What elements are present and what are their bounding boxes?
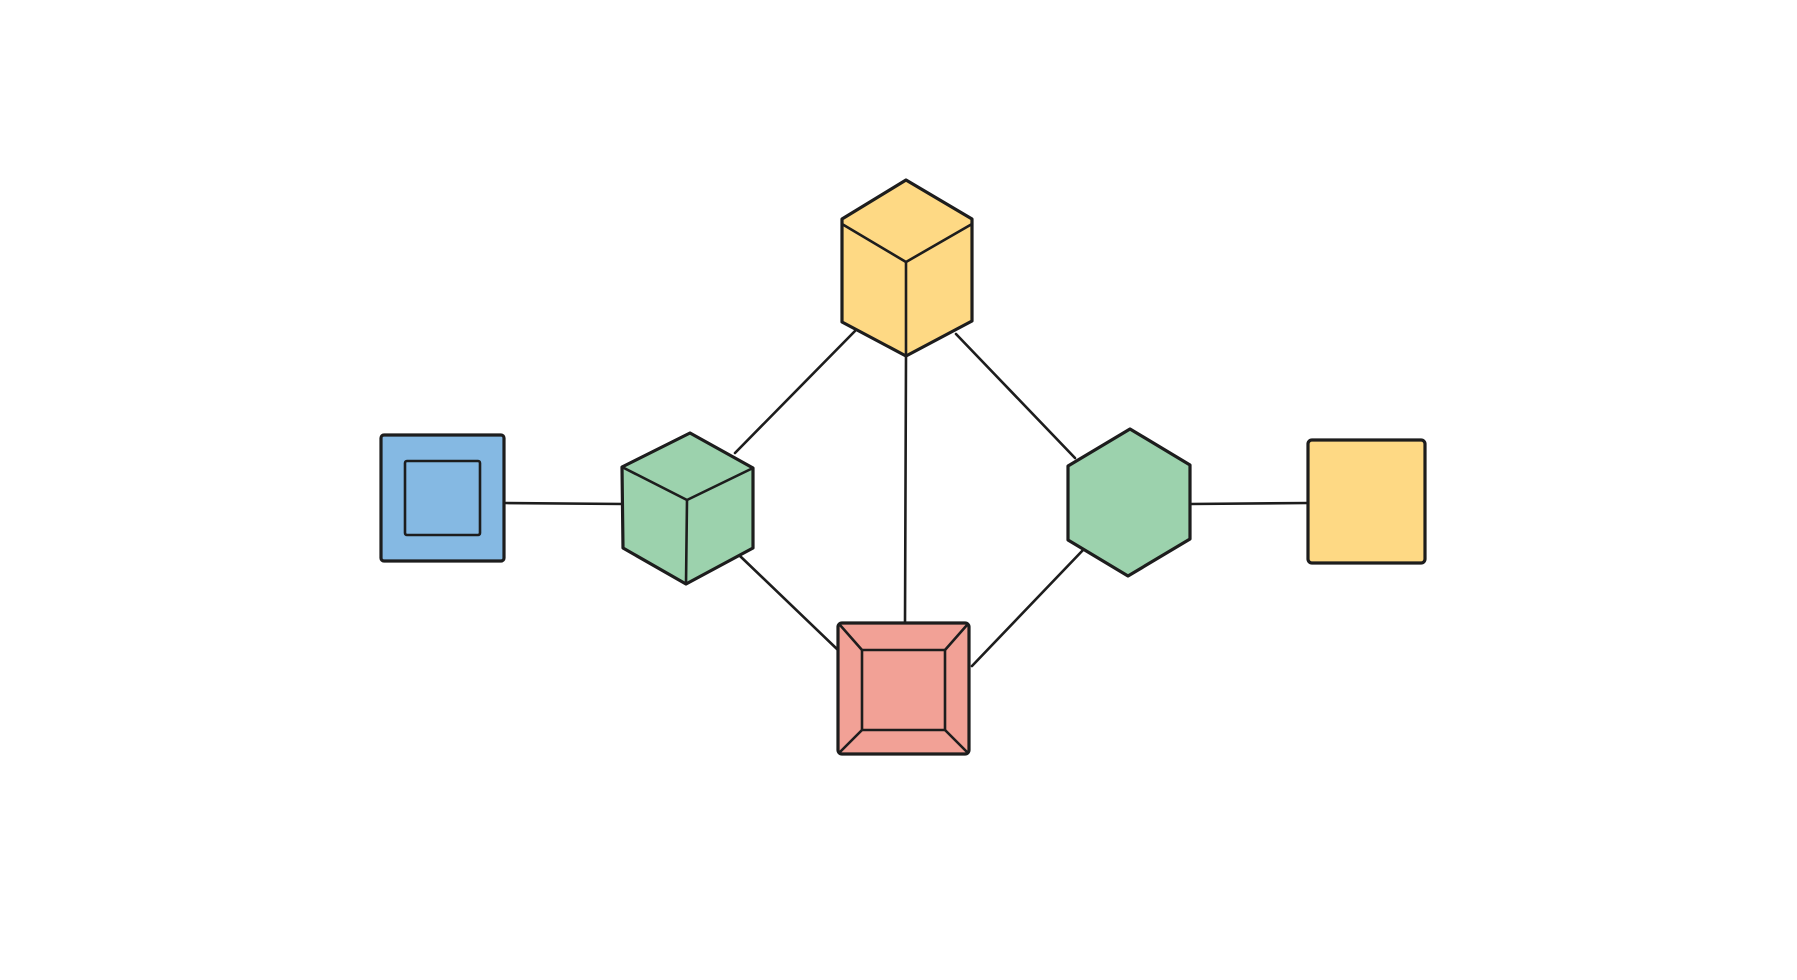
edge-top-cube-bottom-square — [903, 354, 908, 625]
edge-right-hexagon-bottom-square — [970, 547, 1086, 668]
edge-left-cube-top-cube — [733, 329, 857, 455]
right-square-node — [1306, 438, 1427, 565]
top-cube-node — [840, 178, 974, 358]
right-hexagon-node — [1066, 427, 1192, 578]
left-square-node — [379, 433, 506, 563]
edge-left-cube-bottom-square — [738, 554, 840, 652]
edges — [504, 329, 1310, 668]
bottom-square-node — [836, 621, 971, 756]
left-cube-node — [620, 431, 755, 586]
edge-left-square-left-cube — [504, 501, 626, 506]
edge-top-cube-right-hexagon — [954, 332, 1077, 460]
edge-right-hexagon-right-square — [1188, 501, 1310, 506]
